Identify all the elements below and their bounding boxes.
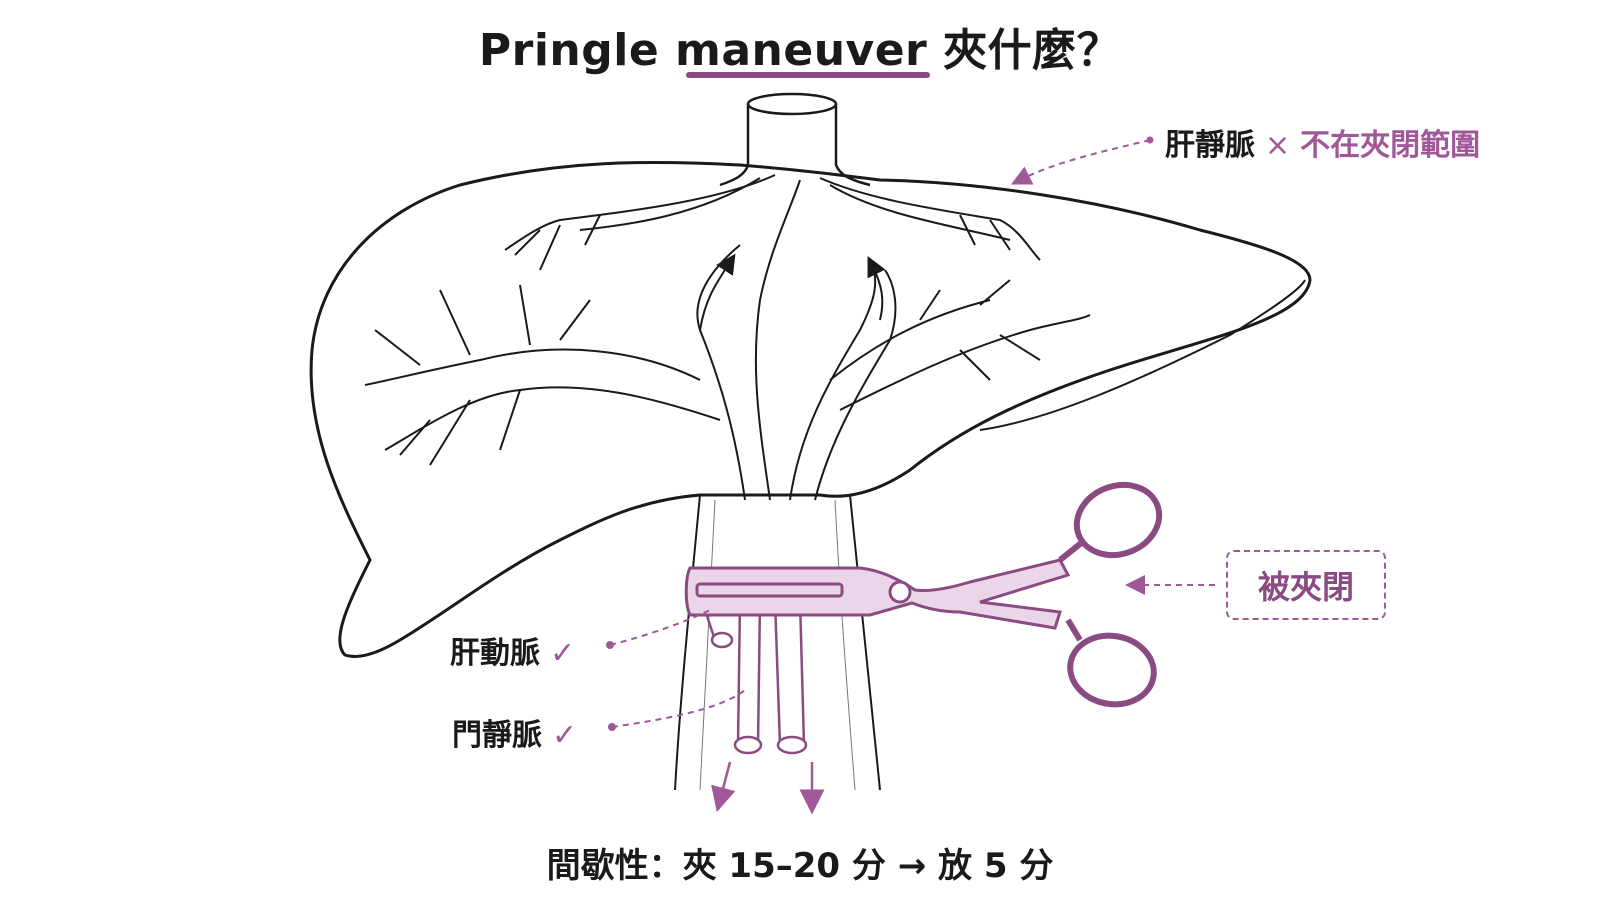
hepatic-vein-dot [1146,136,1154,144]
cross-icon: × [1265,128,1291,163]
clamp [684,481,1163,708]
hepatic-vein-pointer [1011,139,1151,185]
flow-arrow-left [699,253,736,331]
portal-vein-vessel [733,599,808,755]
clamped-label: 被夾閉 [1226,550,1386,620]
flow-arrow-right [867,256,886,321]
portal-vein-text: 門靜脈 [452,718,542,753]
hepatic-vein-text: 肝靜脈 [1165,128,1255,163]
hepatic-artery-label: 肝動脈 ✓ [450,628,575,672]
hepatic-vein-label: 肝靜脈 × 不在夾閉範圍 [1165,120,1480,164]
liver-outline [309,160,1312,658]
vena-cava [719,92,871,187]
portal-trunks [364,179,1091,501]
portal-vein-pointer [611,689,746,728]
page-title: Pringle maneuver 夾什麼？ [478,25,1122,76]
portal-vein-dot [608,723,616,731]
hepatic-artery-pointer [609,609,711,646]
check-icon: ✓ [550,636,576,671]
hepatic-artery-dot [606,641,614,649]
hepatic-artery-text: 肝動脈 [450,636,540,671]
ligament [674,494,881,791]
not-clamped-note: 不在夾閉範圍 [1300,128,1481,163]
down-arrow-left [711,761,736,813]
hepatic-veins [504,174,1041,271]
portal-vein-label: 門靜脈 ✓ [452,710,577,754]
footer-note: 間歇性：夾 15–20 分 → 放 5 分 [546,846,1054,886]
liver-left-lobe-line [979,279,1306,431]
title-underline [686,72,930,78]
check-icon: ✓ [552,718,578,753]
